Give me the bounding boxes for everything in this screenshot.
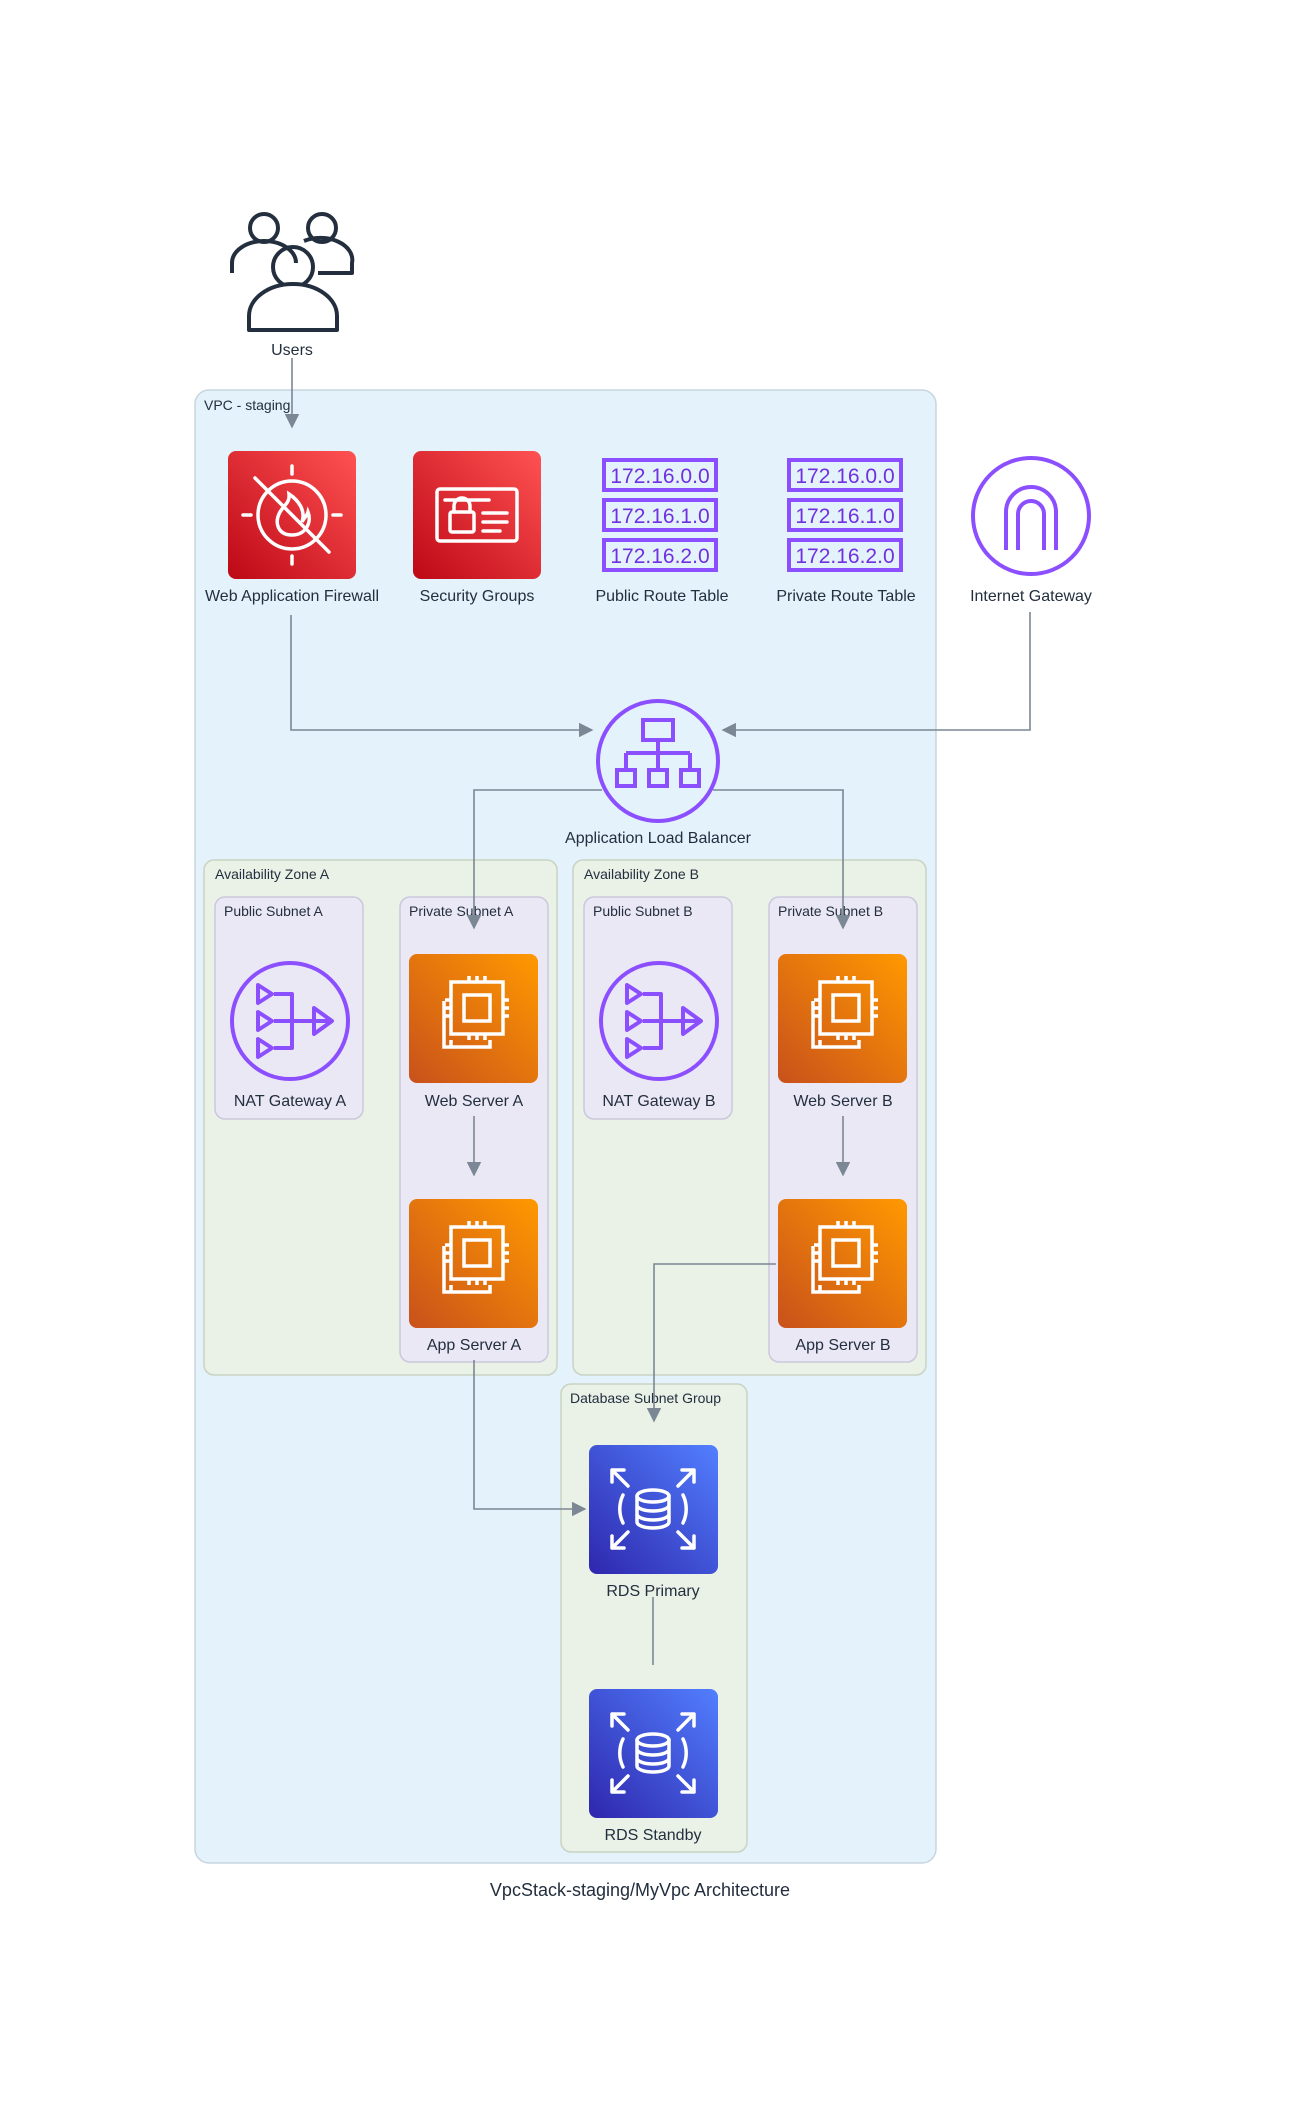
app-server-a-node[interactable] — [409, 1199, 538, 1328]
nat-gateway-icon — [599, 961, 719, 1081]
edge-igw-to-alb — [721, 612, 1031, 738]
users-label: Users — [271, 342, 313, 359]
ec2-icon — [409, 954, 538, 1083]
edges — [284, 358, 1031, 1665]
nat-gateway-b-node[interactable] — [599, 961, 719, 1081]
internet-gateway-node[interactable] — [971, 456, 1091, 576]
app-server-b-node[interactable] — [778, 1199, 907, 1328]
diagram-title: VpcStack-staging/MyVpc Architecture — [490, 1880, 790, 1900]
private-route-entry-3: 172.16.2.0 — [795, 545, 894, 568]
load-balancer-icon — [596, 699, 720, 823]
rds-standby-node[interactable] — [589, 1689, 718, 1818]
public-route-table-node[interactable]: 172.16.0.0 172.16.1.0 172.16.2.0 — [602, 458, 718, 572]
rds-primary-node[interactable] — [589, 1445, 718, 1574]
public-subnet-b-label: Public Subnet B — [593, 903, 693, 919]
ec2-icon — [778, 954, 907, 1083]
public-subnet-a — [214, 896, 364, 1120]
public-route-entry-1: 172.16.0.0 — [610, 465, 709, 488]
public-route-table-label: Public Route Table — [595, 588, 728, 605]
ec2-icon — [778, 1199, 907, 1328]
web-server-b-label: Web Server B — [793, 1093, 892, 1110]
private-subnet-a-label: Private Subnet A — [409, 903, 514, 919]
app-server-b-label: App Server B — [795, 1337, 890, 1354]
database-subnet-group-label: Database Subnet Group — [570, 1390, 721, 1406]
waf-label: Web Application Firewall — [205, 588, 379, 605]
security-groups-label: Security Groups — [420, 588, 535, 605]
vpc-container — [194, 389, 937, 1864]
vpc-label: VPC - staging — [204, 397, 290, 413]
internet-gateway-label: Internet Gateway — [970, 588, 1092, 605]
public-route-entry-3: 172.16.2.0 — [610, 545, 709, 568]
web-server-a-label: Web Server A — [425, 1093, 524, 1110]
private-route-table-node[interactable]: 172.16.0.0 172.16.1.0 172.16.2.0 — [787, 458, 903, 572]
private-route-entry-1: 172.16.0.0 — [795, 465, 894, 488]
security-groups-node[interactable] — [413, 451, 541, 579]
nat-gateway-a-node[interactable] — [230, 961, 350, 1081]
availability-zone-a-label: Availability Zone A — [215, 866, 330, 882]
rds-primary-label: RDS Primary — [606, 1583, 699, 1600]
users-icon — [230, 212, 355, 332]
web-server-b-node[interactable] — [778, 954, 907, 1083]
edge-alb-to-web-b — [713, 789, 851, 930]
internet-gateway-icon — [971, 456, 1091, 576]
route-table-icon — [602, 458, 718, 572]
ec2-icon — [409, 1199, 538, 1328]
alb-node[interactable] — [596, 699, 720, 823]
nat-gateway-a-label: NAT Gateway A — [234, 1093, 347, 1110]
public-route-entry-2: 172.16.1.0 — [610, 505, 709, 528]
edge-waf-to-alb — [290, 615, 594, 738]
private-route-entry-2: 172.16.1.0 — [795, 505, 894, 528]
public-subnet-a-label: Public Subnet A — [224, 903, 324, 919]
rds-standby-label: RDS Standby — [605, 1827, 702, 1844]
private-subnet-b-label: Private Subnet B — [778, 903, 883, 919]
nat-gateway-icon — [230, 961, 350, 1081]
public-subnet-b — [583, 896, 733, 1120]
web-server-a-node[interactable] — [409, 954, 538, 1083]
security-groups-icon — [413, 451, 541, 579]
route-table-icon — [787, 458, 903, 572]
alb-label: Application Load Balancer — [565, 830, 752, 847]
edge-app-a-to-rds — [473, 1360, 587, 1517]
edge-alb-to-web-a — [466, 789, 602, 930]
app-server-a-label: App Server A — [427, 1337, 522, 1354]
waf-node[interactable] — [228, 451, 356, 579]
nat-gateway-b-label: NAT Gateway B — [602, 1093, 715, 1110]
edge-app-b-to-rds — [646, 1263, 776, 1423]
availability-zone-b-label: Availability Zone B — [584, 866, 699, 882]
private-route-table-label: Private Route Table — [776, 588, 915, 605]
